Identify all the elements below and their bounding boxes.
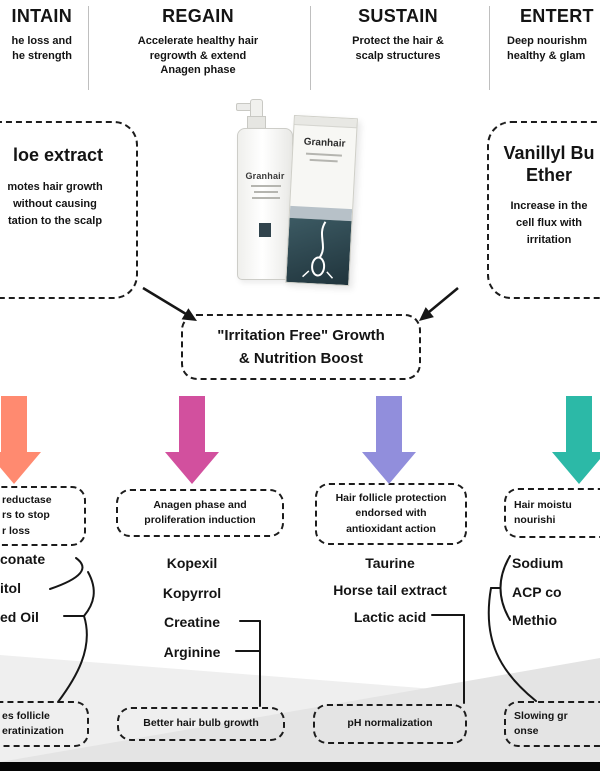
column-header-entertain: ENTERT: [520, 6, 594, 26]
vanillyl-ether-body: Increase in the cell flux with irritatio…: [510, 200, 588, 247]
ingredient-item: Horse tail extract: [333, 582, 447, 598]
ingredient-item: Sodium: [512, 555, 564, 571]
column-subtitle-sustain: Protect the hair & scalp structures: [352, 35, 444, 62]
connector-down-entertain: [487, 587, 537, 702]
vanillyl-ether-title: Vanillyl Bu Ether: [503, 143, 595, 185]
ingredient-item: conate: [0, 551, 46, 567]
product-box: Granhair: [285, 115, 358, 287]
ingredient-item: ed Oil: [0, 609, 39, 625]
outcome-box-maintain: es follicle eratinization: [0, 701, 89, 747]
column-header-regain: REGAIN: [162, 6, 234, 26]
box-dark-panel: [286, 217, 352, 286]
label-text-line: [251, 185, 281, 187]
label-text-line: [252, 197, 280, 199]
column-header-sustain: SUSTAIN: [358, 6, 438, 26]
right-to-center-arrow: [428, 287, 459, 313]
column-divider: [310, 6, 311, 90]
ingredient-item: Kopexil: [166, 555, 218, 571]
column-subtitle-entertain: Deep nourishm healthy & glam: [507, 35, 588, 62]
outcome-box-regain: Better hair bulb growth: [117, 707, 285, 741]
mechanism-box-sustain: Hair follicle protection endorsed with a…: [315, 483, 467, 545]
connector-brace-entertain: [499, 555, 511, 621]
outcome-box-sustain: pH normalization: [313, 704, 467, 744]
product-image: Granhair Granhair: [230, 95, 365, 290]
hair-follicle-illustration: [302, 221, 334, 279]
column-subtitle-maintain: he loss and he strength: [11, 35, 72, 62]
outcome-box-entertain: Slowing gr onse: [504, 701, 600, 747]
irritation-free-boost-box: "Irritation Free" Growth & Nutrition Boo…: [181, 314, 421, 380]
down-arrow-entertain-icon: [552, 396, 600, 484]
mechanism-box-regain: Anagen phase and proliferation induction: [116, 489, 284, 537]
ingredient-item: Kopyrrol: [162, 585, 222, 601]
column-divider: [489, 6, 490, 90]
ingredient-item: Taurine: [365, 555, 415, 571]
aloe-extract-box: loe extract motes hair growth without ca…: [0, 121, 138, 299]
right-arrowhead-icon: [419, 307, 434, 321]
vanillyl-ether-box: Vanillyl Bu Ether Increase in the cell f…: [487, 121, 600, 299]
bottle-body: Granhair: [237, 128, 293, 280]
column-subtitle-regain: Accelerate healthy hair regrowth & exten…: [137, 35, 259, 77]
bottle-logo-mark: [259, 223, 271, 237]
spray-pump-head: [250, 99, 263, 117]
label-text-line: [254, 191, 278, 193]
connector-down-maintain: [57, 615, 88, 703]
column-header-maintain: INTAIN: [11, 6, 72, 26]
ingredient-item: ACP co: [512, 584, 562, 600]
column-divider: [88, 6, 89, 90]
down-arrow-regain-icon: [165, 396, 219, 484]
down-arrow-sustain-icon: [362, 396, 416, 484]
connector-line-maintain: [83, 571, 95, 617]
left-to-center-arrow: [142, 286, 187, 316]
ingredient-item: itol: [0, 580, 21, 596]
mechanism-box-entertain: Hair moistu nourishi: [504, 488, 600, 538]
box-text-line: [309, 158, 338, 163]
mechanism-box-maintain: reductase rs to stop r loss: [0, 486, 86, 546]
bottle-brand-label: Granhair: [245, 171, 285, 181]
aloe-extract-title: loe extract: [12, 145, 104, 165]
box-top-flap: [294, 116, 357, 129]
connector-brace-maintain: [49, 557, 84, 590]
aloe-extract-body: motes hair growth without causing tation…: [7, 180, 103, 227]
box-brand-label: Granhair: [303, 136, 346, 150]
bottom-black-bar: [0, 762, 600, 771]
ingredient-item: Arginine: [163, 644, 221, 660]
ingredient-item: Methio: [512, 612, 558, 628]
ingredient-item: Creatine: [163, 614, 221, 630]
ingredient-item: Lactic acid: [353, 609, 427, 625]
down-arrow-maintain-icon: [0, 396, 41, 484]
box-text-line: [305, 152, 342, 157]
